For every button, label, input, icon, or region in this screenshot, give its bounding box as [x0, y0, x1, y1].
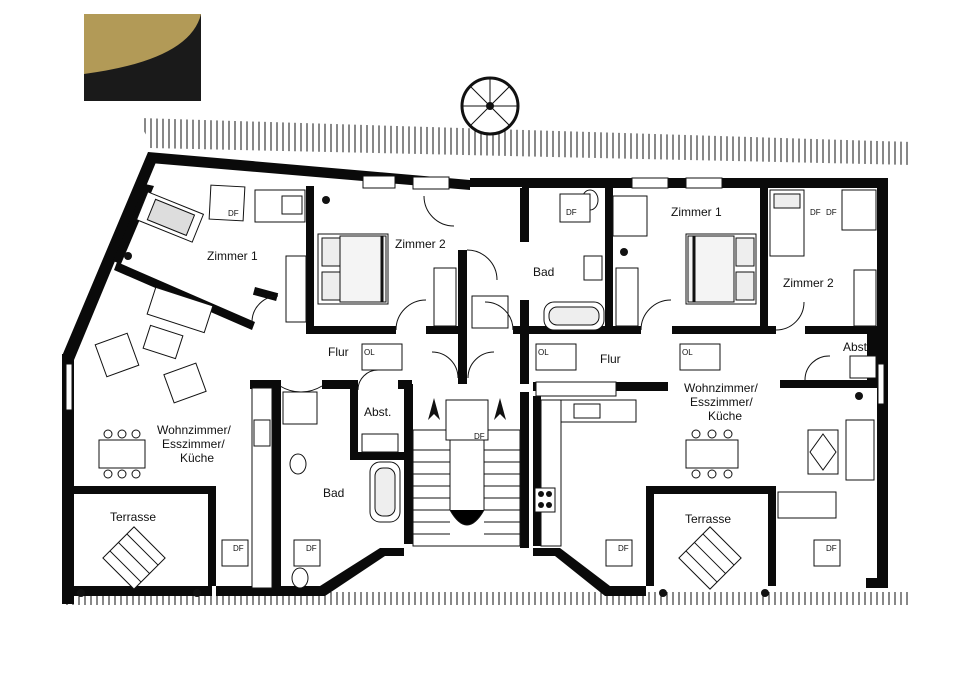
ol-label: OL: [682, 348, 693, 357]
desk-icon: [612, 195, 648, 237]
df-label: DF: [826, 208, 837, 217]
desk-icon: [841, 189, 877, 231]
toilet-icon: [291, 567, 309, 589]
room-label-left-zimmer1: Zimmer 1: [207, 249, 258, 263]
ol-label: OL: [538, 348, 549, 357]
bed-icon: [769, 189, 805, 257]
room-label-right-wohn-1: Wohnzimmer/: [684, 381, 758, 395]
room-label-left-wohn-1: Wohnzimmer/: [157, 423, 231, 437]
windows: [65, 175, 885, 411]
arrow-up-icon: [494, 398, 506, 420]
sink-icon: [289, 453, 307, 475]
room-label-right-wohn-3: Küche: [708, 409, 742, 423]
ol-label: OL: [364, 348, 375, 357]
spiral-stair-icon: [460, 76, 520, 136]
abst-shelf: [361, 433, 399, 453]
room-label-left-wohn-3: Küche: [180, 451, 214, 465]
shower: [282, 391, 318, 425]
df-label: DF: [810, 208, 821, 217]
wardrobe: [615, 267, 639, 327]
kitchen-counter: [540, 399, 562, 547]
bathtub-icon: [543, 301, 605, 331]
shower: [471, 295, 509, 329]
sink-icon: [573, 403, 601, 419]
staircase-icon: [412, 399, 521, 547]
room-label-left-bad: Bad: [323, 486, 344, 500]
kitchen-counter: [251, 387, 273, 589]
wardrobe: [433, 267, 457, 327]
df-label: DF: [618, 544, 629, 553]
abst-shelf: [849, 355, 877, 379]
room-label-left-wohn-2: Esszimmer/: [162, 437, 225, 451]
coffee-table: [807, 429, 839, 475]
bed-icon: [317, 233, 389, 305]
df-label: DF: [566, 208, 577, 217]
room-label-left-flur: Flur: [328, 345, 349, 359]
counter-island: [535, 381, 617, 397]
sofa-icon: [146, 286, 214, 334]
sofa-icon: [777, 419, 875, 519]
df-label: DF: [826, 544, 837, 553]
room-label-right-abst: Abst.: [843, 340, 870, 354]
room-label-right-zimmer2: Zimmer 2: [783, 276, 834, 290]
room-label-left-terrasse: Terrasse: [110, 510, 156, 524]
room-label-left-abst: Abst.: [364, 405, 391, 419]
room-label-right-terrasse: Terrasse: [685, 512, 731, 526]
room-label-right-zimmer1: Zimmer 1: [671, 205, 722, 219]
df-label: DF: [228, 209, 239, 218]
door-swings: [251, 195, 831, 393]
sink-icon: [253, 419, 271, 447]
dining-table-icon: [685, 429, 739, 479]
arrow-up-icon: [428, 398, 440, 420]
df-marker: [208, 184, 246, 222]
df-label: DF: [306, 544, 317, 553]
patio-table-icon: [678, 526, 742, 590]
dining-table-icon: [98, 429, 146, 479]
plant-icon: [77, 196, 863, 597]
armchair-icon: [94, 324, 207, 404]
patio-table-icon: [102, 526, 166, 590]
df-marker: [559, 193, 591, 223]
inner-walls: [62, 184, 885, 596]
df-ol-markers: [221, 343, 841, 567]
room-label-right-wohn-2: Esszimmer/: [690, 395, 753, 409]
sink-icon: [583, 255, 603, 281]
stove-icon: [534, 487, 556, 513]
bathtub-icon: [369, 461, 401, 523]
df-label: DF: [233, 544, 244, 553]
room-label-left-zimmer2: Zimmer 2: [395, 237, 446, 251]
bed-icon: [685, 233, 757, 305]
room-label-center-bad: Bad: [533, 265, 554, 279]
df-label: DF: [474, 432, 485, 441]
wardrobe: [853, 269, 877, 327]
room-label-right-flur: Flur: [600, 352, 621, 366]
bed-icon: [135, 191, 205, 243]
wardrobe: [285, 255, 307, 323]
logo-icon: [84, 14, 201, 101]
desk-icon: [254, 189, 306, 223]
